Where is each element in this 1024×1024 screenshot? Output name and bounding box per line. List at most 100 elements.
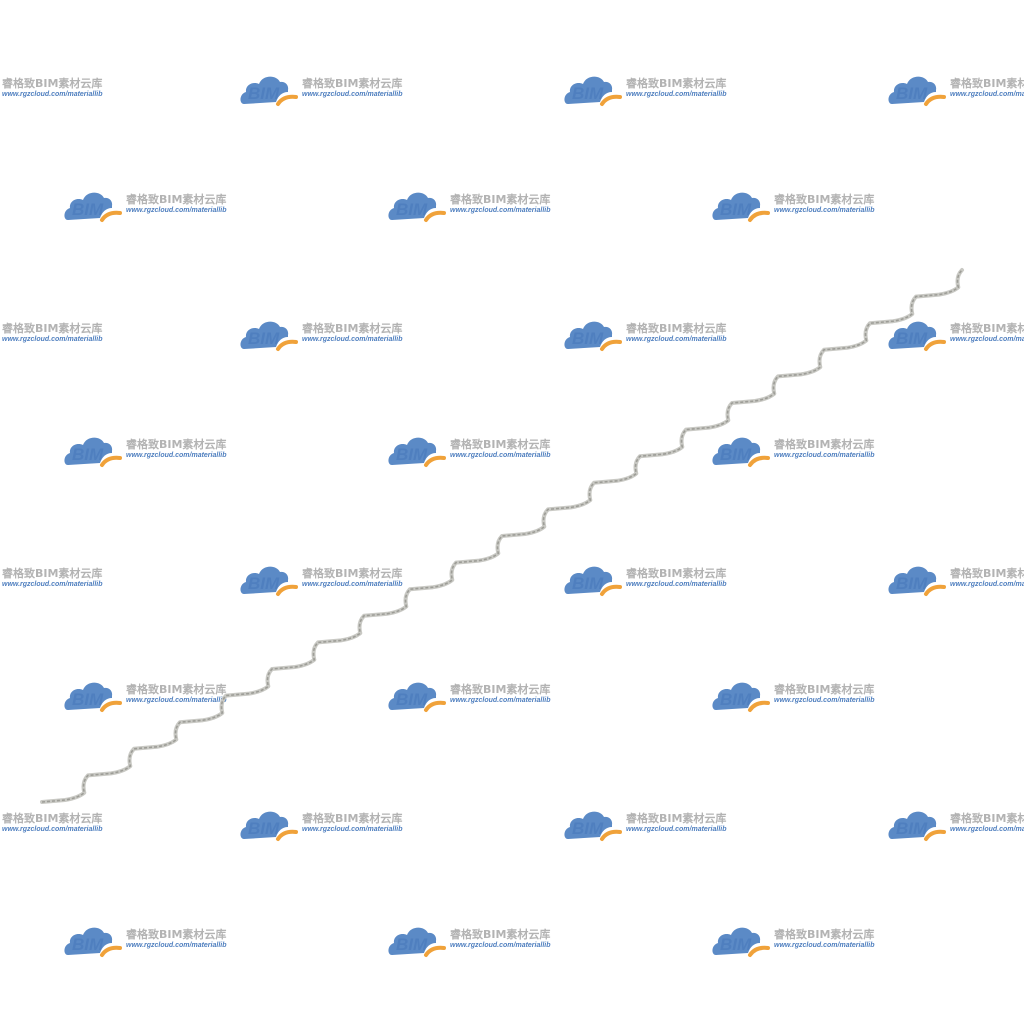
watermark-title: 睿格致BIM素材云库 bbox=[626, 812, 727, 825]
watermark-logo-text: BIM bbox=[248, 329, 280, 348]
watermark-url: www.rgzcloud.com/materiallib bbox=[450, 942, 551, 949]
watermark-logo-text: BIM bbox=[396, 200, 428, 219]
watermark: BIM 睿格致BIM素材云库 www.rgzcloud.com/material… bbox=[0, 805, 128, 845]
watermark-title: 睿格致BIM素材云库 bbox=[774, 193, 875, 206]
cloud-logo-icon bbox=[888, 566, 946, 596]
watermark-url: www.rgzcloud.com/materiallib bbox=[774, 207, 875, 214]
watermark: BIM 睿格致BIM素材云库 www.rgzcloud.com/material… bbox=[62, 431, 252, 471]
watermark: BIM 睿格致BIM素材云库 www.rgzcloud.com/material… bbox=[710, 676, 900, 716]
watermark-logo-text: BIM bbox=[248, 574, 280, 593]
watermark: BIM 睿格致BIM素材云库 www.rgzcloud.com/material… bbox=[386, 921, 576, 961]
cloud-logo-icon bbox=[888, 321, 946, 351]
watermark-title: 睿格致BIM素材云库 bbox=[774, 928, 875, 941]
watermark-title: 睿格致BIM素材云库 bbox=[302, 77, 403, 90]
watermark-url: www.rgzcloud.com/materiallib bbox=[626, 826, 727, 833]
watermark-title: 睿格致BIM素材云库 bbox=[950, 567, 1024, 580]
watermark-title: 睿格致BIM素材云库 bbox=[2, 77, 103, 90]
watermark-url: www.rgzcloud.com/materiallib bbox=[302, 336, 403, 343]
watermark-title: 睿格致BIM素材云库 bbox=[2, 567, 103, 580]
watermark-logo-text: BIM bbox=[572, 819, 604, 838]
cloud-logo-icon bbox=[388, 437, 446, 467]
cloud-logo-icon bbox=[564, 566, 622, 596]
watermark-title: 睿格致BIM素材云库 bbox=[302, 812, 403, 825]
watermark-url: www.rgzcloud.com/materiallib bbox=[450, 207, 551, 214]
watermark-logo-text: BIM bbox=[896, 574, 928, 593]
watermark-logo-text: BIM bbox=[572, 84, 604, 103]
watermark: BIM 睿格致BIM素材云库 www.rgzcloud.com/material… bbox=[386, 676, 576, 716]
watermark: BIM 睿格致BIM素材云库 www.rgzcloud.com/material… bbox=[0, 560, 128, 600]
watermark-url: www.rgzcloud.com/materiallib bbox=[626, 91, 727, 98]
watermark: BIM 睿格致BIM素材云库 www.rgzcloud.com/material… bbox=[562, 805, 752, 845]
watermark-title: 睿格致BIM素材云库 bbox=[626, 77, 727, 90]
cloud-logo-icon bbox=[64, 927, 122, 957]
watermark: BIM 睿格致BIM素材云库 www.rgzcloud.com/material… bbox=[62, 186, 252, 226]
watermark-url: www.rgzcloud.com/materiallib bbox=[2, 826, 103, 833]
watermark-title: 睿格致BIM素材云库 bbox=[2, 812, 103, 825]
watermark-url: www.rgzcloud.com/materiallib bbox=[950, 826, 1024, 833]
watermark-logo-text: BIM bbox=[72, 690, 104, 709]
watermark-title: 睿格致BIM素材云库 bbox=[950, 322, 1024, 335]
watermark-url: www.rgzcloud.com/materiallib bbox=[126, 207, 227, 214]
watermark: BIM 睿格致BIM素材云库 www.rgzcloud.com/material… bbox=[710, 431, 900, 471]
watermark-url: www.rgzcloud.com/materiallib bbox=[774, 452, 875, 459]
watermark-title: 睿格致BIM素材云库 bbox=[126, 438, 227, 451]
watermark-title: 睿格致BIM素材云库 bbox=[126, 193, 227, 206]
watermark-url: www.rgzcloud.com/materiallib bbox=[302, 826, 403, 833]
cloud-logo-icon bbox=[64, 437, 122, 467]
cloud-logo-icon bbox=[240, 76, 298, 106]
cloud-logo-icon bbox=[564, 811, 622, 841]
watermark-logo-text: BIM bbox=[396, 445, 428, 464]
watermark: BIM 睿格致BIM素材云库 www.rgzcloud.com/material… bbox=[62, 921, 252, 961]
watermark-title: 睿格致BIM素材云库 bbox=[774, 683, 875, 696]
watermark-url: www.rgzcloud.com/materiallib bbox=[950, 336, 1024, 343]
watermark: BIM 睿格致BIM素材云库 www.rgzcloud.com/material… bbox=[386, 431, 576, 471]
watermark-title: 睿格致BIM素材云库 bbox=[126, 683, 227, 696]
watermark-title: 睿格致BIM素材云库 bbox=[450, 683, 551, 696]
cloud-logo-icon bbox=[888, 76, 946, 106]
watermark-url: www.rgzcloud.com/materiallib bbox=[302, 91, 403, 98]
watermark-title: 睿格致BIM素材云库 bbox=[626, 567, 727, 580]
watermark-logo-text: BIM bbox=[72, 935, 104, 954]
watermark: BIM 睿格致BIM素材云库 www.rgzcloud.com/material… bbox=[710, 921, 900, 961]
watermark-url: www.rgzcloud.com/materiallib bbox=[2, 581, 103, 588]
watermark-logo-text: BIM bbox=[572, 329, 604, 348]
watermark: BIM 睿格致BIM素材云库 www.rgzcloud.com/material… bbox=[886, 805, 1024, 845]
cloud-logo-icon bbox=[712, 437, 770, 467]
cloud-logo-icon bbox=[712, 682, 770, 712]
watermark-url: www.rgzcloud.com/materiallib bbox=[2, 336, 103, 343]
watermark: BIM 睿格致BIM素材云库 www.rgzcloud.com/material… bbox=[562, 315, 752, 355]
watermark-url: www.rgzcloud.com/materiallib bbox=[774, 942, 875, 949]
watermark-url: www.rgzcloud.com/materiallib bbox=[950, 91, 1024, 98]
watermark-url: www.rgzcloud.com/materiallib bbox=[626, 336, 727, 343]
watermark-logo-text: BIM bbox=[896, 329, 928, 348]
watermark-url: www.rgzcloud.com/materiallib bbox=[302, 581, 403, 588]
watermark: BIM 睿格致BIM素材云库 www.rgzcloud.com/material… bbox=[62, 676, 252, 716]
watermark-url: www.rgzcloud.com/materiallib bbox=[450, 452, 551, 459]
watermark-logo-text: BIM bbox=[720, 200, 752, 219]
watermark: BIM 睿格致BIM素材云库 www.rgzcloud.com/material… bbox=[710, 186, 900, 226]
cloud-logo-icon bbox=[64, 682, 122, 712]
watermark: BIM 睿格致BIM素材云库 www.rgzcloud.com/material… bbox=[0, 70, 128, 110]
cloud-logo-icon bbox=[388, 682, 446, 712]
watermark-url: www.rgzcloud.com/materiallib bbox=[950, 581, 1024, 588]
watermark: BIM 睿格致BIM素材云库 www.rgzcloud.com/material… bbox=[0, 315, 128, 355]
watermark-title: 睿格致BIM素材云库 bbox=[774, 438, 875, 451]
cloud-logo-icon bbox=[240, 321, 298, 351]
watermark: BIM 睿格致BIM素材云库 www.rgzcloud.com/material… bbox=[886, 70, 1024, 110]
watermark-logo-text: BIM bbox=[720, 445, 752, 464]
watermark-title: 睿格致BIM素材云库 bbox=[302, 322, 403, 335]
cloud-logo-icon bbox=[888, 811, 946, 841]
watermark-logo-text: BIM bbox=[248, 84, 280, 103]
watermark-title: 睿格致BIM素材云库 bbox=[950, 812, 1024, 825]
watermark: BIM 睿格致BIM素材云库 www.rgzcloud.com/material… bbox=[886, 315, 1024, 355]
watermark-url: www.rgzcloud.com/materiallib bbox=[126, 942, 227, 949]
watermark-logo-text: BIM bbox=[896, 84, 928, 103]
cloud-logo-icon bbox=[388, 927, 446, 957]
watermark-title: 睿格致BIM素材云库 bbox=[126, 928, 227, 941]
watermark: BIM 睿格致BIM素材云库 www.rgzcloud.com/material… bbox=[562, 70, 752, 110]
watermark-title: 睿格致BIM素材云库 bbox=[450, 438, 551, 451]
watermark-title: 睿格致BIM素材云库 bbox=[626, 322, 727, 335]
watermark: BIM 睿格致BIM素材云库 www.rgzcloud.com/material… bbox=[238, 70, 428, 110]
watermark-url: www.rgzcloud.com/materiallib bbox=[626, 581, 727, 588]
